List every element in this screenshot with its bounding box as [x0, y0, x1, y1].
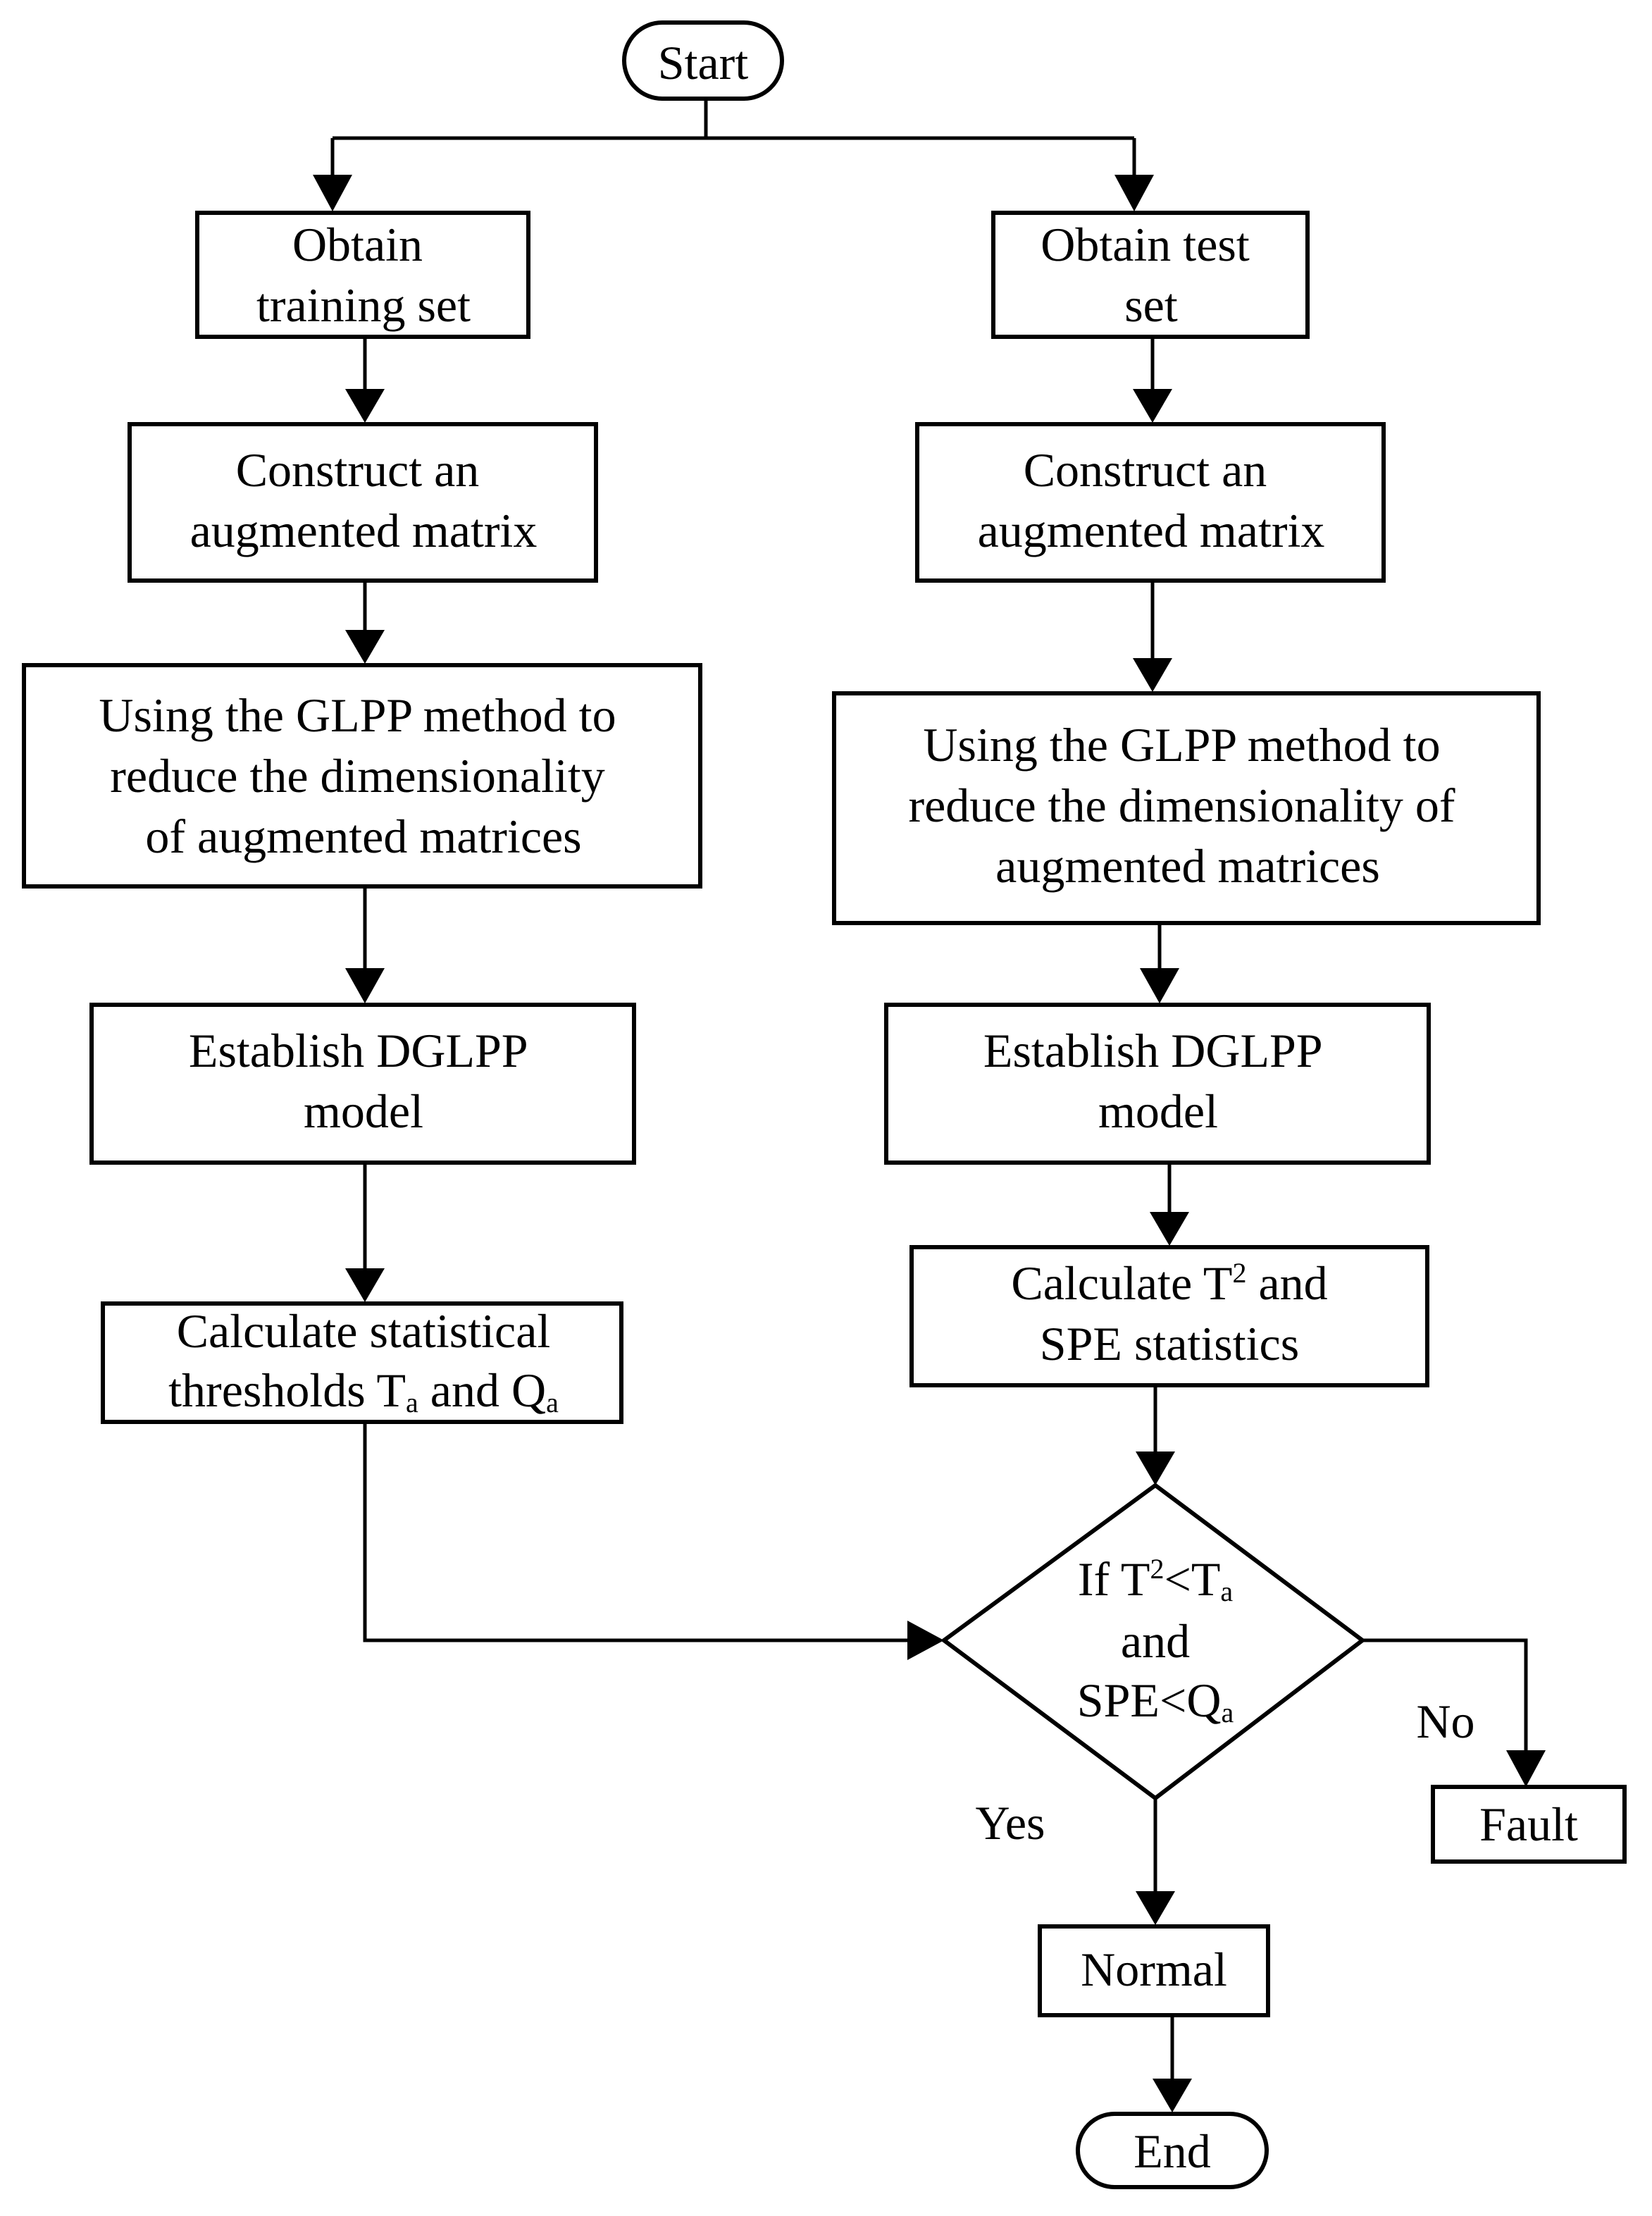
edge-decision-fault	[1362, 1638, 1528, 1750]
arrow-train-model	[345, 968, 385, 1003]
node-test-model-line2: model	[1098, 1084, 1218, 1138]
node-train-obtain-line1: Obtain	[292, 218, 423, 271]
node-train-construct-line2: augmented matrix	[190, 504, 538, 557]
node-stats-line1: Calculate T2 and	[1011, 1256, 1327, 1310]
node-test-obtain-line1: Obtain test	[1041, 218, 1250, 271]
arrow-thresholds-decision	[907, 1621, 944, 1660]
arrow-train-obtain	[313, 175, 352, 211]
arrow-test-model	[1140, 968, 1179, 1003]
arrow-test-obtain	[1114, 175, 1154, 211]
node-train-model-line1: Establish DGLPP	[189, 1024, 527, 1077]
arrow-train-construct	[345, 389, 385, 423]
edge-label-no: No	[1416, 1695, 1474, 1748]
node-decision-line2: and	[1121, 1614, 1190, 1668]
node-end: End	[1076, 2112, 1269, 2189]
arrow-test-stats	[1150, 1212, 1189, 1246]
node-fault-label: Fault	[1479, 1797, 1578, 1851]
node-stats: Calculate T2 and SPE statistics	[909, 1245, 1429, 1387]
node-train-glpp-line2: reduce the dimensionality	[110, 749, 604, 803]
edge-thresholds-decision	[363, 1422, 913, 1642]
node-train-obtain: Obtain training set	[195, 211, 530, 339]
node-test-model: Establish DGLPP model	[884, 1003, 1431, 1165]
arrow-train-glpp	[345, 630, 385, 664]
arrow-test-construct	[1133, 389, 1172, 423]
node-normal-label: Normal	[1081, 1943, 1227, 1996]
node-thresholds-line2: thresholds Ta and Qa	[168, 1363, 559, 1418]
svg-text:Construct an augmented m: Construct an augmented matrix	[190, 443, 538, 557]
node-stats-line2: SPE statistics	[1040, 1317, 1299, 1370]
node-test-construct-line2: augmented matrix	[978, 504, 1325, 557]
node-train-glpp: Using the GLPP method to reduce the dime…	[22, 663, 702, 889]
node-thresholds-line1: Calculate statistical	[177, 1304, 551, 1358]
node-train-glpp-line1: Using the GLPP method to	[99, 688, 616, 742]
node-train-glpp-line3: of augmented matrices	[145, 810, 581, 863]
svg-text:Construct an augmented m: Construct an augmented matrix	[978, 443, 1325, 557]
edge-start-split	[333, 99, 1134, 140]
node-thresholds: Calculate statistical thresholds Ta and …	[101, 1301, 623, 1424]
node-test-glpp: Using the GLPP method to reduce the dime…	[832, 691, 1541, 925]
node-test-obtain-line2: set	[1124, 278, 1178, 332]
node-test-obtain: Obtain test set	[991, 211, 1310, 339]
arrowheads	[313, 175, 1546, 2112]
node-test-glpp-line1: Using the GLPP method to	[923, 718, 1440, 772]
node-fault: Fault	[1431, 1785, 1627, 1864]
svg-text:Using the GLPP method to: Using the GLPP method to reduce the dime…	[99, 688, 628, 863]
svg-text:Establish DGLPP model: Establish DGLPP model	[983, 1024, 1333, 1138]
node-test-model-line1: Establish DGLPP	[983, 1024, 1322, 1077]
node-test-construct: Construct an augmented matrix	[915, 422, 1386, 583]
node-decision-line1: If T2<Ta	[1078, 1552, 1234, 1607]
svg-text:Calculate statistical: Calculate statistical	[177, 1304, 551, 1358]
connectors	[330, 99, 1528, 2079]
node-test-glpp-line2: reduce the dimensionality of	[908, 779, 1455, 832]
node-train-construct: Construct an augmented matrix	[128, 422, 598, 583]
edge-label-yes: Yes	[976, 1796, 1045, 1850]
node-train-construct-line1: Construct an	[236, 443, 480, 497]
node-train-model: Establish DGLPP model	[89, 1003, 636, 1165]
arrow-test-decision	[1136, 1451, 1175, 1485]
arrow-test-glpp	[1133, 658, 1172, 692]
node-train-model-line2: model	[304, 1084, 423, 1138]
svg-text:Obtain test set: Obtain test set	[1041, 218, 1262, 332]
node-train-obtain-line2: training set	[256, 278, 471, 332]
node-decision-line3: SPE<Qa	[1077, 1673, 1234, 1728]
arrow-normal	[1136, 1891, 1175, 1925]
node-test-glpp-line3: augmented matrices	[995, 839, 1380, 893]
arrow-fault	[1506, 1750, 1546, 1787]
arrow-end	[1153, 2079, 1192, 2112]
node-start: Start	[622, 20, 784, 101]
svg-text:Establish DGLPP model: Establish DGLPP model	[189, 1024, 538, 1138]
arrow-train-thresholds	[345, 1268, 385, 1302]
node-decision: If T2<Ta and SPE<Qa	[940, 1483, 1366, 1801]
node-test-construct-line1: Construct an	[1024, 443, 1267, 497]
node-start-label: Start	[658, 36, 749, 89]
svg-text:Using the GLPP method to: Using the GLPP method to reduce the dime…	[908, 718, 1467, 893]
node-normal: Normal	[1038, 1924, 1270, 2017]
svg-text:Obtain training set: Obtain training set	[256, 218, 471, 332]
node-end-label: End	[1134, 2124, 1211, 2178]
